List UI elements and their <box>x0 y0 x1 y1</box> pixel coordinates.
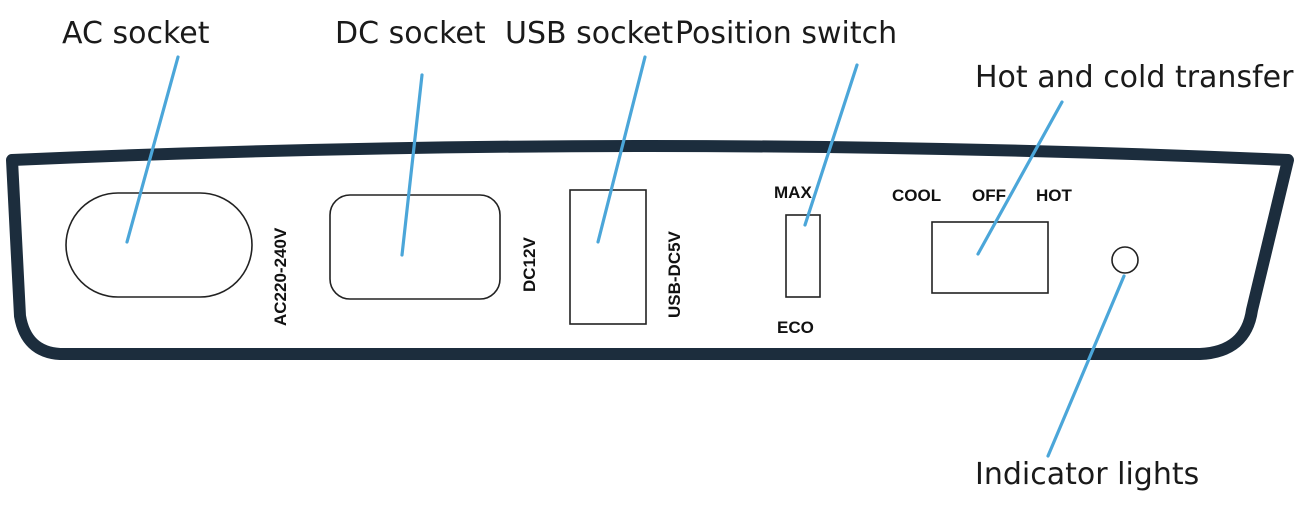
leader-position-switch <box>803 63 859 227</box>
dc-rating-label: DC12V <box>520 237 539 292</box>
callout-position-switch: Position switch <box>675 16 897 51</box>
indicator-light <box>1111 246 1139 274</box>
mode-hot-label: HOT <box>1036 186 1073 205</box>
position-switch <box>785 214 821 298</box>
ac-socket <box>65 192 253 298</box>
mode-cool-label: COOL <box>892 186 941 205</box>
leader-dc-socket <box>400 73 424 257</box>
dc-socket <box>329 194 501 300</box>
callout-usb-socket: USB socket <box>505 16 673 51</box>
leader-hot-cold <box>976 100 1064 256</box>
leader-ac-socket <box>125 55 180 244</box>
callout-indicator-lights: Indicator lights <box>975 457 1199 492</box>
panel-housing <box>6 140 1294 360</box>
ac-rating-label: AC220-240V <box>271 227 290 326</box>
leader-usb-socket <box>596 55 647 244</box>
switch-eco-label: ECO <box>777 318 814 337</box>
hot-cold-switch <box>931 221 1049 294</box>
switch-max-label: MAX <box>774 183 812 202</box>
callout-hot-cold-transfer: Hot and cold transfer <box>975 60 1294 95</box>
mode-off-label: OFF <box>972 186 1006 205</box>
callout-dc-socket: DC socket <box>335 16 486 51</box>
callout-ac-socket: AC socket <box>62 16 210 51</box>
usb-socket <box>569 189 647 325</box>
usb-rating-label: USB-DC5V <box>665 230 684 318</box>
leader-indicator <box>1046 274 1126 458</box>
